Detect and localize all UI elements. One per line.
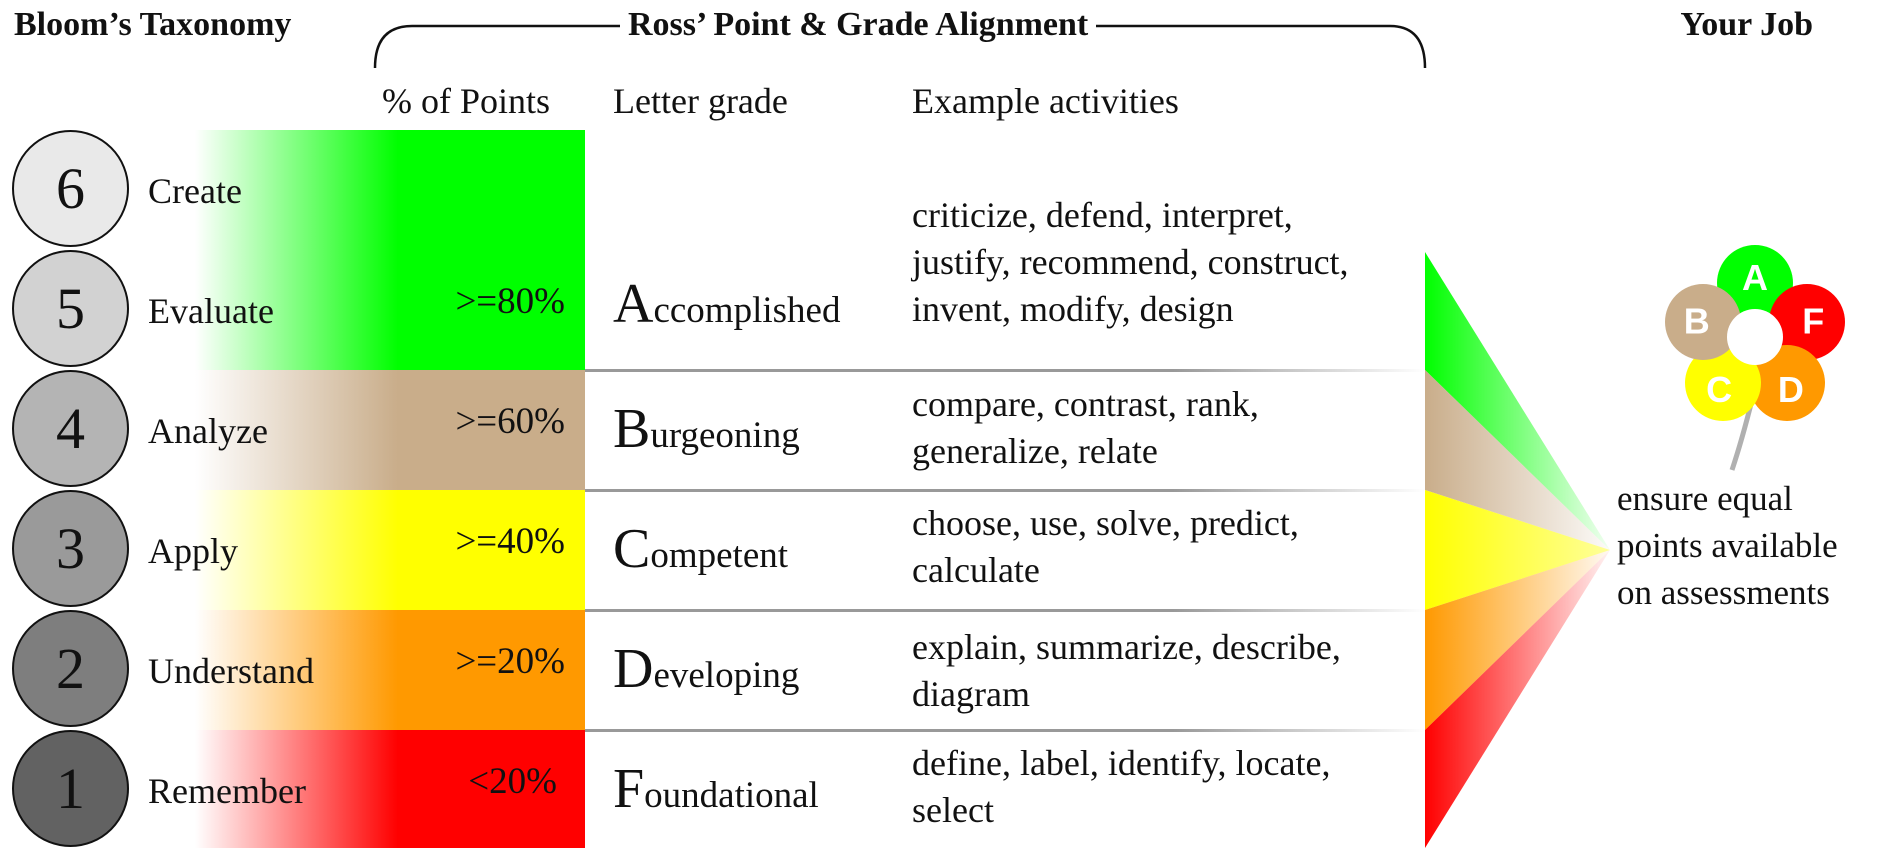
bloom-level-name: Apply	[148, 531, 238, 571]
row-divider	[585, 369, 1425, 372]
grade-rest: oundational	[644, 775, 819, 816]
band-b: >=60%	[195, 370, 585, 490]
your-job-heading: Your Job	[1680, 6, 1813, 43]
bloom-level-circle: 6	[12, 130, 129, 247]
activities-column-header: Example activities	[912, 81, 1179, 121]
threshold-b: >=60%	[455, 401, 565, 442]
fan-wedge-f	[1425, 550, 1610, 848]
bloom-level-name: Evaluate	[148, 291, 274, 331]
bloom-level-name: Remember	[148, 771, 306, 811]
letter-column-header: Letter grade	[613, 81, 788, 121]
bloom-level-circle: 4	[12, 370, 129, 487]
grade-initial: B	[613, 398, 651, 460]
letter-grade-b: Burgeoning	[613, 397, 800, 461]
flower-petal-d	[1749, 345, 1825, 421]
activity-line: select	[912, 790, 994, 830]
points-column-header: % of Points	[382, 81, 551, 121]
activity-line: criticize, defend, interpret,	[912, 195, 1293, 235]
flower-petal-a	[1717, 245, 1793, 321]
your-job-tagline: ensure equal points available on assessm…	[1617, 475, 1838, 616]
grade-rest: ompetent	[650, 535, 789, 576]
grade-rest: urgeoning	[650, 415, 800, 456]
bloom-level-name: Analyze	[148, 411, 268, 451]
ross-alignment-heading: Ross’ Point & Grade Alignment	[620, 6, 1097, 44]
bloom-level-name: Understand	[148, 651, 314, 691]
fan-wedge-a	[1425, 252, 1610, 550]
activities-a: criticize, defend, interpret, justify, r…	[912, 192, 1349, 333]
activities-f: define, label, identify, locate, select	[912, 740, 1330, 834]
activities-b: compare, contrast, rank, generalize, rel…	[912, 381, 1259, 475]
grade-initial: D	[613, 638, 654, 700]
bloom-level-circle: 3	[12, 490, 129, 607]
bloom-level-circle: 2	[12, 610, 129, 727]
bloom-level-circle: 1	[12, 730, 129, 847]
threshold-d: >=20%	[455, 641, 565, 682]
flower-petal-label: D	[1778, 369, 1804, 410]
activity-line: invent, modify, design	[912, 289, 1234, 329]
activity-line: diagram	[912, 674, 1030, 714]
grade-rest: ccomplished	[653, 290, 841, 331]
tagline-line: on assessments	[1617, 573, 1830, 612]
row-divider	[585, 729, 1425, 732]
row-divider	[585, 489, 1425, 492]
band-f: <20%	[195, 730, 585, 848]
grade-initial: A	[613, 273, 654, 335]
activity-line: calculate	[912, 550, 1040, 590]
activity-line: define, label, identify, locate,	[912, 743, 1331, 783]
activity-line: explain, summarize, describe,	[912, 627, 1341, 667]
grade-rest: eveloping	[653, 655, 800, 696]
flower-petal-b	[1665, 284, 1741, 360]
band-d: >=20%	[195, 610, 585, 730]
activity-line: compare, contrast, rank,	[912, 384, 1259, 424]
grade-flower-icon: AFD CB	[1665, 245, 1845, 471]
flower-petal-label: B	[1684, 300, 1710, 341]
flower-petal-label: A	[1742, 257, 1768, 298]
flower-center	[1727, 309, 1783, 365]
tagline-line: points available	[1617, 526, 1838, 565]
letter-grade-a: Accomplished	[613, 272, 840, 336]
activity-line: generalize, relate	[912, 431, 1158, 471]
bloom-level-name: Create	[148, 171, 242, 211]
letter-grade-c: Competent	[613, 517, 788, 581]
row-divider	[585, 609, 1425, 612]
threshold-f: <20%	[468, 761, 557, 802]
threshold-c: >=40%	[455, 521, 565, 562]
flower-petal-label: C	[1706, 369, 1732, 410]
flower-petal-f	[1769, 284, 1845, 360]
activities-d: explain, summarize, describe, diagram	[912, 624, 1341, 718]
letter-grade-d: Developing	[613, 637, 799, 701]
flower-petal-label: F	[1802, 300, 1824, 341]
band-c: >=40%	[195, 490, 585, 610]
tagline-line: ensure equal	[1617, 479, 1793, 518]
threshold-a: >=80%	[455, 281, 565, 322]
activity-line: justify, recommend, construct,	[912, 242, 1349, 282]
bloom-taxonomy-heading: Bloom’s Taxonomy	[14, 6, 292, 43]
flower-petal-c	[1685, 345, 1761, 421]
fan-wedge-c	[1425, 490, 1610, 610]
activity-line: choose, use, solve, predict,	[912, 503, 1299, 543]
grade-initial: F	[613, 758, 645, 820]
letter-grade-f: Foundational	[613, 757, 819, 821]
activities-c: choose, use, solve, predict, calculate	[912, 500, 1299, 594]
band-a: >=80%	[195, 130, 585, 370]
grade-initial: C	[613, 518, 651, 580]
bloom-level-circle: 5	[12, 250, 129, 367]
